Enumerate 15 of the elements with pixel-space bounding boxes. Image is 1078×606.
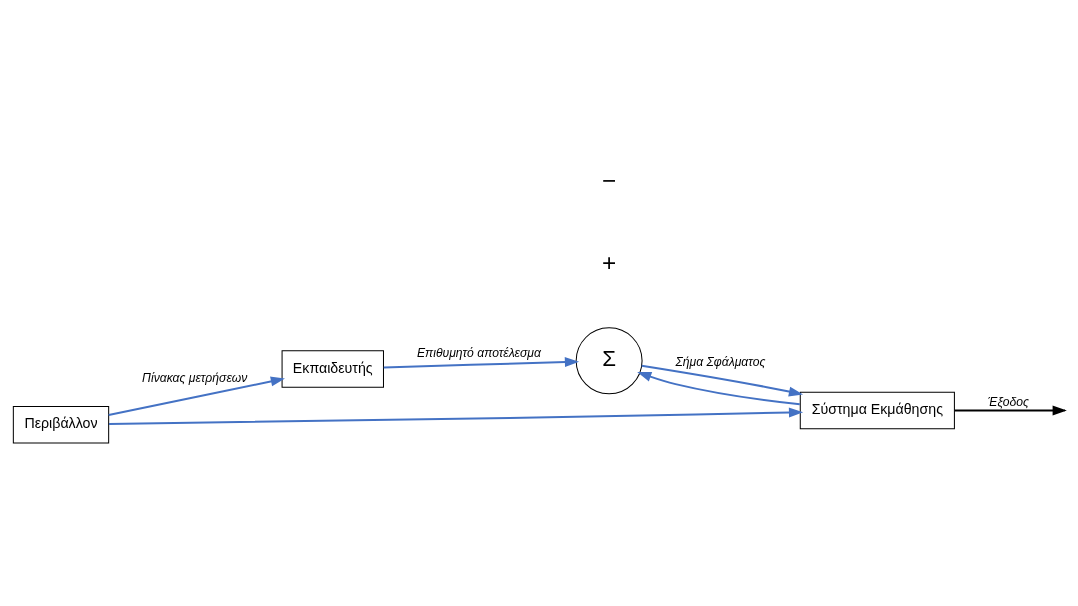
node-box: Περιβάλλον	[12, 405, 110, 444]
arrow	[109, 407, 804, 426]
arrow	[637, 371, 800, 406]
arrow	[383, 357, 580, 369]
node-box: Σύστημα Εκμάθησης	[799, 391, 955, 430]
node-box: Εκπαιδευτής	[281, 350, 384, 388]
arrow	[108, 376, 285, 417]
label: +	[602, 248, 617, 276]
edge-label: Πίνακας μετρήσεων	[142, 370, 248, 385]
label: −	[602, 166, 617, 194]
edge-label: Έξοδος	[987, 395, 1029, 410]
edge-label: Επιθυμητό αποτέλεσμα	[416, 346, 541, 361]
edge-label: Σήμα Σφάλματος	[675, 355, 766, 370]
node-circle: Σ	[575, 327, 643, 395]
arrow	[641, 364, 804, 397]
